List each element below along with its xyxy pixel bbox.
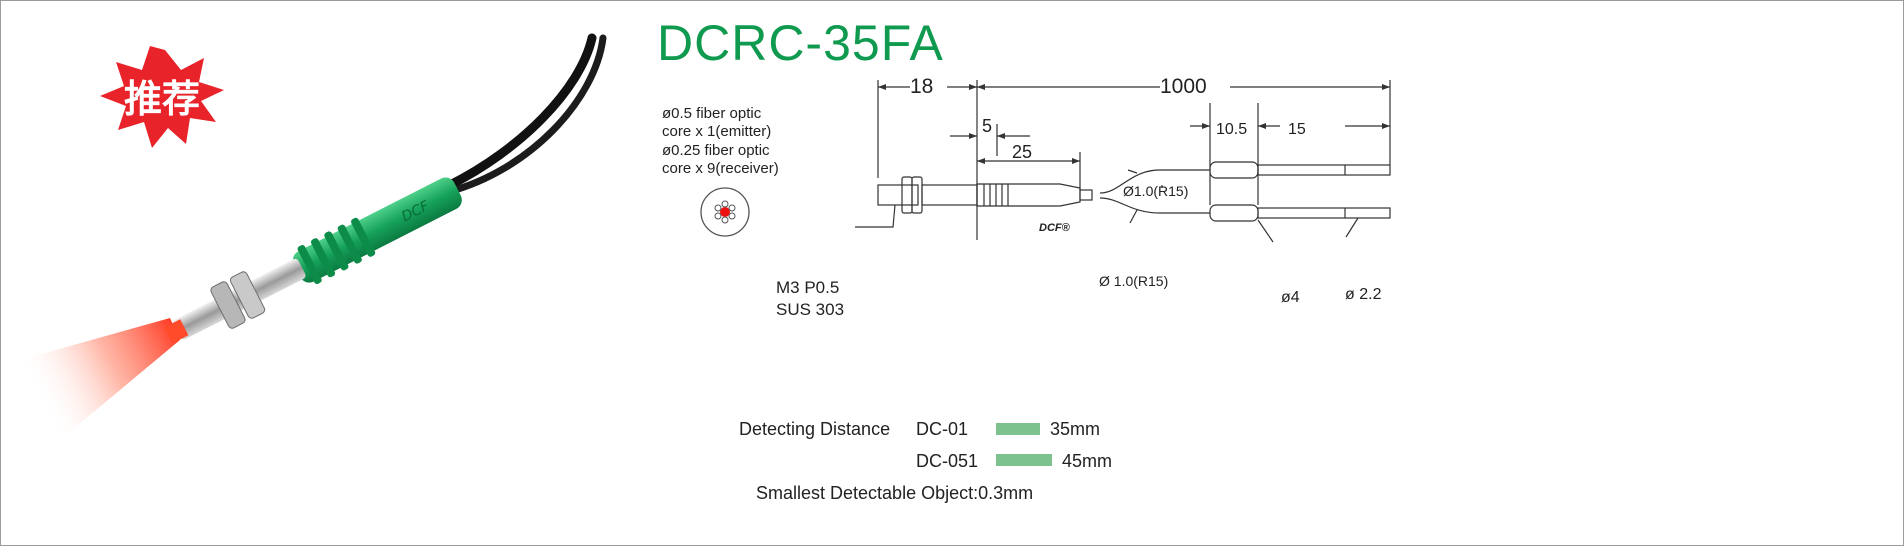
recommend-badge xyxy=(100,46,224,148)
dim-18: 18 xyxy=(910,75,933,98)
smallest-object-label: Smallest Detectable Object:0.3mm xyxy=(756,483,1034,503)
spec-line-3: ø0.25 fiber optic xyxy=(662,142,770,159)
model-title: DCRC-35FA xyxy=(657,15,944,71)
green-sleeve: DCF xyxy=(292,177,462,285)
fiber-cable-2 xyxy=(444,34,607,196)
spec-line-4: core x 9(receiver) xyxy=(662,160,779,177)
spec-line-2: core x 1(emitter) xyxy=(662,123,771,140)
thread-label: M3 P0.5 xyxy=(776,278,839,297)
detecting-distance-label: Detecting Distance xyxy=(739,419,891,439)
dimension-drawing: ø0.5 fiber optic core x 1(emitter) ø0.25… xyxy=(662,75,1391,319)
distance-bar-dc-01 xyxy=(996,423,1040,435)
distance-dc-051: 45mm xyxy=(1062,451,1113,471)
metal-head xyxy=(164,258,306,344)
light-beam xyxy=(20,318,180,440)
distance-dc-01: 35mm xyxy=(1050,419,1101,439)
dim-25: 25 xyxy=(1012,142,1032,162)
dim-5: 5 xyxy=(982,116,992,136)
fiber-cable xyxy=(445,33,597,190)
fiber-cross-section-icon xyxy=(700,187,750,237)
dim-15: 15 xyxy=(1288,121,1306,138)
dia-top-label: Ø1.0(R15) xyxy=(1123,183,1188,199)
dim-1000: 1000 xyxy=(1160,75,1207,98)
dim-10-5: 10.5 xyxy=(1216,121,1247,138)
model-dc-051: DC-051 xyxy=(916,451,979,471)
dia-bottom-label: Ø 1.0(R15) xyxy=(1099,273,1168,289)
spec-line-1: ø0.5 fiber optic xyxy=(662,105,762,122)
dimension-arrows xyxy=(878,84,1390,164)
dia-4-label: ø4 xyxy=(1281,289,1300,306)
dia-2-2-label: ø 2.2 xyxy=(1345,286,1382,303)
product-photo: DCF 推荐 xyxy=(20,33,607,440)
recommend-badge-text: 推荐 xyxy=(124,77,200,121)
material-label: SUS 303 xyxy=(776,300,844,319)
distance-bar-dc-051 xyxy=(996,454,1052,466)
model-dc-01: DC-01 xyxy=(916,419,969,439)
sleeve-logo-text: DCF® xyxy=(1039,222,1071,234)
